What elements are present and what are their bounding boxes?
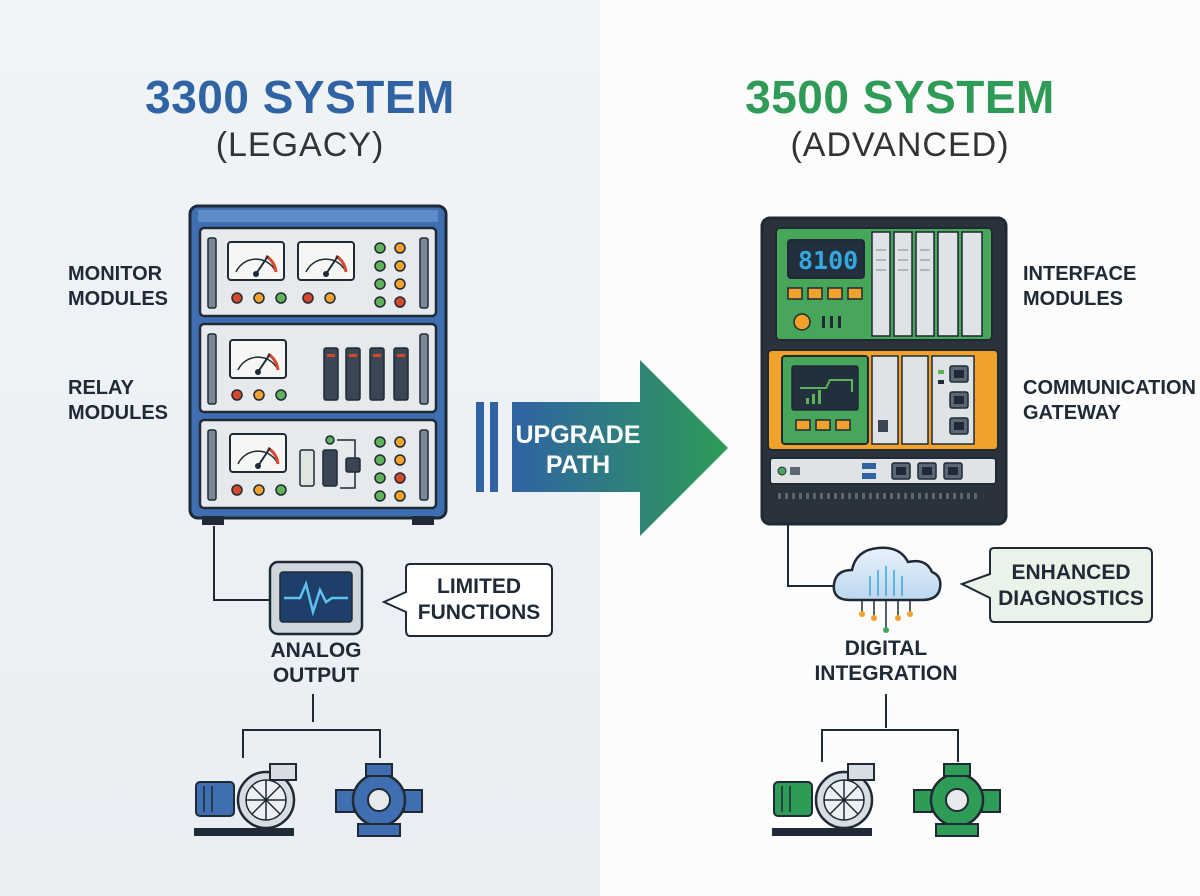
legacy-title: 3300 SYSTEM	[145, 71, 455, 123]
waveform-monitor-icon	[268, 560, 364, 636]
upgrade-arrow	[476, 360, 728, 536]
advanced-callout-bubble	[959, 547, 1153, 623]
advanced-callout-text: ENHANCED DIAGNOSTICS	[998, 561, 1144, 610]
advanced-rack: 8100	[760, 216, 1008, 526]
upgrade-path-label: UPGRADE PATH	[515, 421, 641, 479]
label-communication-gateway: COMMUNICATION GATEWAY	[1023, 377, 1196, 424]
digital-integration-label: DIGITAL INTEGRATION	[814, 637, 958, 685]
advanced-title: 3500 SYSTEM	[745, 71, 1055, 123]
analog-meter-icon	[228, 432, 288, 474]
advanced-subtitle: (ADVANCED)	[790, 126, 1010, 164]
label-monitor-modules: MONITOR MODULES	[68, 263, 168, 310]
pump-icon	[913, 763, 1001, 837]
monitor-module-1	[198, 226, 438, 318]
monitor-module-2	[198, 418, 438, 510]
interface-modules: 8100	[775, 227, 993, 341]
communication-gateway	[767, 349, 999, 451]
motor-icon	[194, 763, 297, 836]
legacy-callout-bubble	[381, 563, 553, 637]
cloud-icon	[832, 546, 942, 633]
legacy-rack	[188, 204, 448, 525]
display-readout: 8100	[798, 246, 858, 275]
analog-meter-icon	[226, 240, 286, 282]
analog-output-label: ANALOG OUTPUT	[270, 639, 362, 687]
analog-meter-icon	[296, 240, 356, 282]
analog-meter-icon	[228, 338, 288, 380]
legacy-subtitle: (LEGACY)	[215, 126, 385, 164]
label-interface-modules: INTERFACE MODULES	[1023, 263, 1137, 310]
legacy-callout-text: LIMITED FUNCTIONS	[417, 575, 541, 624]
motor-icon	[772, 763, 875, 836]
network-switch	[769, 457, 997, 499]
pump-icon	[335, 763, 423, 837]
label-relay-modules: RELAY MODULES	[68, 377, 168, 424]
relay-module	[198, 322, 438, 414]
